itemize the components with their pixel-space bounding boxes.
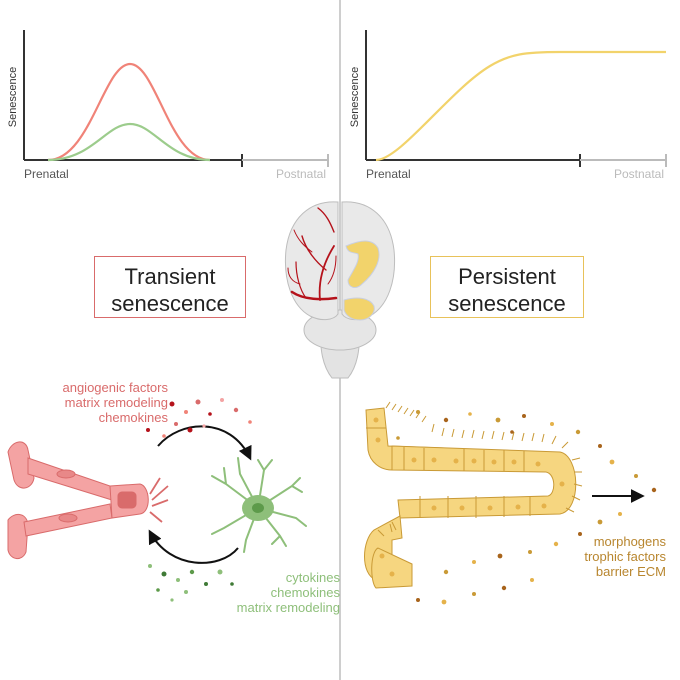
- secreted-factors-green: [148, 564, 234, 602]
- caption-line: matrix remodeling: [236, 600, 340, 615]
- right-x-end-label: Postnatal: [614, 167, 664, 181]
- brain-illustration: [284, 201, 396, 379]
- left-x-end-label: Postnatal: [276, 167, 326, 181]
- arrow-to-endothelial: [148, 529, 239, 564]
- persistent-line2: senescence: [448, 291, 566, 316]
- caption-line: trophic factors: [584, 549, 666, 564]
- left-y-label: Senescence: [7, 67, 19, 128]
- epithelium-cells: [364, 401, 583, 589]
- transient-senescence-box: Transient senescence: [94, 256, 246, 318]
- ventricle-lower: [343, 297, 375, 321]
- left-x-start-label: Prenatal: [24, 167, 69, 181]
- right-y-label: Senescence: [349, 67, 361, 128]
- caption-line: angiogenic factors: [62, 380, 168, 395]
- caption-line: cytokines: [285, 570, 340, 585]
- transient-curve-red: [47, 62, 211, 162]
- right-x-start-label: Prenatal: [366, 167, 411, 181]
- endothelial-cells: [7, 441, 169, 559]
- persistent-senescence-box: Persistent senescence: [430, 256, 584, 318]
- secreted-factors-orange: [396, 410, 657, 605]
- endothelial-factors-caption: angiogenic factors matrix remodeling che…: [20, 380, 168, 425]
- transient-line1: Transient: [124, 264, 216, 289]
- astrocyte-factors-caption: cytokines chemokines matrix remodeling: [196, 570, 340, 615]
- astrocyte-cell: [211, 457, 307, 553]
- caption-line: barrier ECM: [595, 564, 666, 579]
- secreted-factors-red: [146, 398, 252, 438]
- transient-chart: Senescence Prenatal Postnatal: [7, 30, 329, 181]
- persistent-line1: Persistent: [458, 264, 556, 289]
- caption-line: matrix remodeling: [64, 395, 168, 410]
- arrow-to-astrocyte: [157, 425, 252, 461]
- persistent-curve: [375, 50, 666, 162]
- left-hemisphere: [284, 201, 339, 321]
- blood-vessels: [287, 207, 338, 301]
- caption-line: chemokines: [98, 410, 168, 425]
- transient-curve-green: [47, 122, 211, 162]
- caption-line: morphogens: [593, 534, 666, 549]
- persistent-chart: Senescence Prenatal Postnatal: [349, 30, 667, 181]
- epithelium-factors-caption: morphogens trophic factors barrier ECM: [566, 534, 666, 579]
- ventricle-upper: [345, 240, 380, 288]
- transient-line2: senescence: [111, 291, 229, 316]
- caption-line: chemokines: [270, 585, 340, 600]
